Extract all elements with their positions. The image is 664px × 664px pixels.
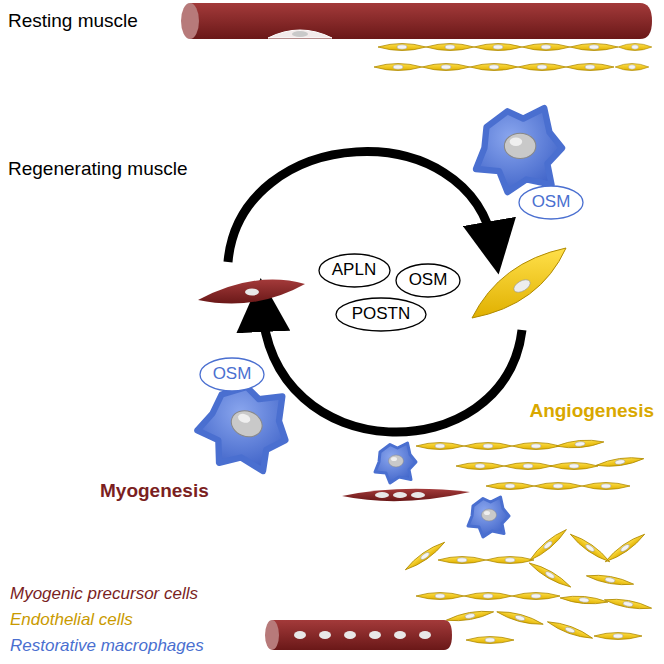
process-label: Angiogenesis <box>529 400 654 422</box>
cytokine-ellipse: OSM <box>518 185 584 220</box>
section-title: Resting muscle <box>8 10 138 32</box>
legend-text: Myogenic precursor cells <box>10 584 198 604</box>
process-label: Myogenesis <box>100 480 209 502</box>
section-title: Regenerating muscle <box>8 158 188 180</box>
node-text: APLN <box>332 261 376 280</box>
legend-text: Endothelial cells <box>10 610 133 630</box>
factor-ellipse: APLN <box>318 253 391 288</box>
resting-endothelium <box>374 44 652 71</box>
cytokine-ellipse: OSM <box>199 357 265 392</box>
node-text: OSM <box>409 271 448 290</box>
legend-text: Restorative macrophages <box>10 636 204 656</box>
node-text: OSM <box>213 365 252 384</box>
factor-ellipse: OSM <box>395 263 461 298</box>
factor-ellipse: POSTN <box>335 297 427 332</box>
node-text: POSTN <box>352 305 411 324</box>
node-text: OSM <box>532 193 571 212</box>
mid-vessels <box>416 438 644 489</box>
